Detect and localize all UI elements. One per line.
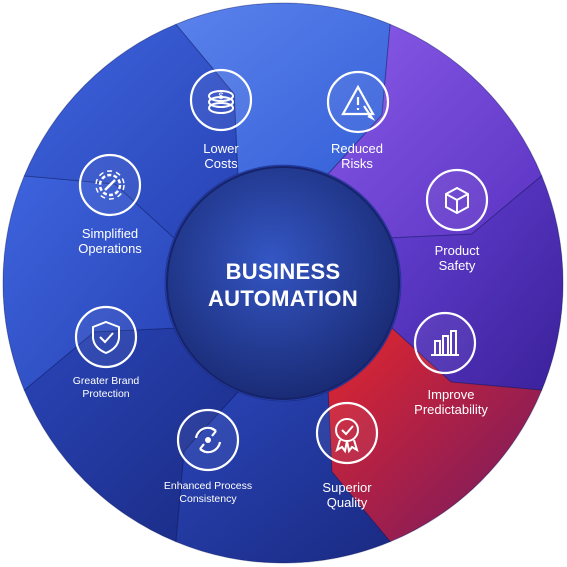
segment-label-superior-quality: Superior Quality — [322, 480, 371, 510]
segment-greater-brand-protection — [2, 175, 175, 391]
segment-label-line: Operations — [78, 241, 142, 256]
icon-ring — [74, 305, 138, 369]
segment-label-line: Improve — [427, 387, 475, 402]
segment-superior-quality — [175, 391, 391, 564]
svg-text:$: $ — [218, 91, 223, 101]
segment-label-line: Risks — [341, 156, 373, 171]
segment-label-improve-predictability: Improve Predictability — [414, 387, 488, 417]
segment-label-line: Consistency — [179, 493, 237, 505]
segment-label-lower-costs: Lower Costs — [203, 141, 238, 171]
segment-label-line: Product — [434, 243, 480, 258]
gear-wrench-icon — [95, 170, 125, 200]
segment-improve-predictability — [327, 327, 543, 543]
center-title-line-2: AUTOMATION — [207, 286, 359, 311]
segment-label-line: Costs — [204, 156, 238, 171]
shield-check-icon — [92, 320, 120, 355]
bar-chart-icon — [431, 330, 459, 356]
segment-enhanced-process-consistency — [23, 327, 239, 543]
coin-stack-icon: $ — [208, 90, 234, 114]
center-hub — [166, 166, 400, 400]
segment-label-line: Reduced — [330, 141, 384, 156]
center-title: BUSINESS AUTOMATION — [208, 258, 358, 312]
segment-label-line: Protection — [82, 388, 130, 400]
segment-label-greater-brand-protection: Greater Brand Protection — [73, 375, 140, 401]
segment-label-line: Predictability — [414, 402, 488, 417]
icon-ring — [413, 311, 477, 375]
package-box-icon — [445, 186, 469, 215]
segment-simplified-operations — [23, 23, 239, 239]
segment-label-line: Lower — [203, 141, 239, 156]
segment-product-safety — [391, 175, 564, 391]
segment-label-line: Simplified — [81, 226, 139, 241]
segment-label-reduced-risks: Reduced Risks — [331, 141, 383, 171]
segment-label-line: Enhanced Process — [163, 480, 253, 492]
segment-label-simplified-operations: Simplified Operations — [78, 226, 142, 256]
segment-label-line: Greater Brand — [72, 375, 140, 387]
segment-label-line: Quality — [326, 495, 368, 510]
cycle-arrows-icon — [194, 426, 222, 454]
segment-label-product-safety: Product Safety — [435, 243, 480, 273]
warning-triangle-icon — [341, 84, 376, 121]
segment-label-line: Superior — [322, 480, 372, 495]
segment-lower-costs — [175, 2, 391, 175]
segment-label-enhanced-process-consistency: Enhanced Process Consistency — [164, 480, 252, 506]
segment-label-line: Safety — [438, 258, 476, 273]
quality-ribbon-icon — [335, 418, 359, 454]
center-title-line-1: BUSINESS — [225, 259, 341, 284]
segment-reduced-risks — [327, 23, 543, 239]
